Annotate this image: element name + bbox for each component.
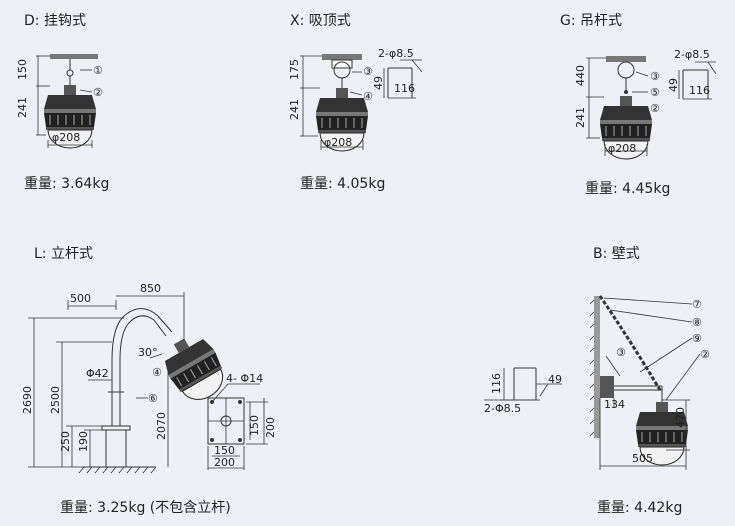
- l-callout-6: ⑥: [148, 392, 158, 405]
- panel-g-drawing: [586, 56, 717, 160]
- x-dim-dia: φ208: [324, 136, 352, 149]
- l-dim-250: 250: [59, 431, 72, 452]
- g-dim-hole: 2-φ8.5: [674, 48, 710, 61]
- panel-b-weight: 重量: 4.42kg: [597, 500, 683, 516]
- d-dim-dia: φ208: [52, 131, 80, 144]
- g-callout-5: ⑤: [650, 86, 660, 99]
- x-callout-3: ③: [363, 65, 373, 78]
- panel-g-weight: 重量: 4.45kg: [585, 181, 671, 197]
- b-callout-7: ⑦: [692, 298, 702, 311]
- b-dim-hole: 2-Φ8.5: [484, 402, 521, 415]
- d-dim-241: 241: [16, 97, 29, 118]
- x-dim-241: 241: [288, 99, 301, 120]
- panel-d-weight: 重量: 3.64kg: [24, 176, 110, 192]
- g-dim-116: 116: [689, 84, 710, 97]
- g-dim-dia: φ208: [608, 142, 636, 155]
- b-dim-470: 470: [674, 407, 687, 428]
- l-dim-angle: 30°: [138, 346, 158, 359]
- panel-d-title: D: 挂钩式: [24, 13, 86, 29]
- x-dim-116: 116: [394, 82, 415, 95]
- d-callout-2: ②: [93, 86, 103, 99]
- panel-x-weight: 重量: 4.05kg: [300, 176, 386, 192]
- d-callout-1: ①: [93, 64, 103, 77]
- l-callout-4: ④: [152, 366, 162, 379]
- panel-x-drawing: [300, 54, 423, 152]
- g-dim-49: 49: [667, 78, 680, 92]
- panel-d-drawing: [36, 54, 98, 149]
- g-dim-241: 241: [574, 107, 587, 128]
- g-callout-2: ②: [650, 102, 660, 115]
- panel-g-title: G: 吊杆式: [560, 13, 623, 29]
- panel-b-drawing: [484, 295, 701, 470]
- x-dim-175: 175: [288, 59, 301, 80]
- x-dim-49: 49: [372, 76, 385, 90]
- l-dim-b150h: 150: [214, 444, 235, 457]
- l-dim-pole: Φ42: [86, 367, 109, 380]
- b-callout-2: ②: [700, 348, 710, 361]
- x-callout-4: ④: [363, 90, 373, 103]
- l-dim-500: 500: [70, 292, 91, 305]
- b-dim-49: 49: [548, 373, 562, 386]
- b-callout-9: ⑨: [692, 332, 702, 345]
- l-dim-b150v: 150: [248, 415, 261, 436]
- panel-l-weight: 重量: 3.25kg (不包含立杆): [60, 500, 231, 516]
- b-dim-134: 134: [604, 398, 625, 411]
- panel-l-drawing: [28, 292, 268, 474]
- l-dim-2500: 2500: [49, 386, 62, 414]
- panel-l-title: L: 立杆式: [34, 246, 93, 262]
- b-dim-505: 505: [632, 452, 653, 465]
- g-dim-440: 440: [574, 65, 587, 86]
- b-callout-3: ③: [616, 346, 626, 359]
- l-dim-190: 190: [77, 431, 90, 452]
- panel-b-title: B: 壁式: [593, 246, 640, 262]
- b-callout-8: ⑧: [692, 316, 702, 329]
- b-dim-116: 116: [490, 373, 503, 394]
- panel-x-title: X: 吸顶式: [290, 13, 351, 29]
- l-dim-b200h: 200: [214, 456, 235, 469]
- x-dim-hole: 2-φ8.5: [378, 47, 414, 60]
- d-dim-150: 150: [16, 59, 29, 80]
- l-dim-b200v: 200: [264, 417, 277, 438]
- g-callout-3: ③: [650, 70, 660, 83]
- l-dim-2070: 2070: [155, 412, 168, 440]
- l-dim-base-holes: 4- Φ14: [226, 372, 263, 385]
- l-dim-2690: 2690: [21, 386, 34, 414]
- l-dim-850: 850: [140, 282, 161, 295]
